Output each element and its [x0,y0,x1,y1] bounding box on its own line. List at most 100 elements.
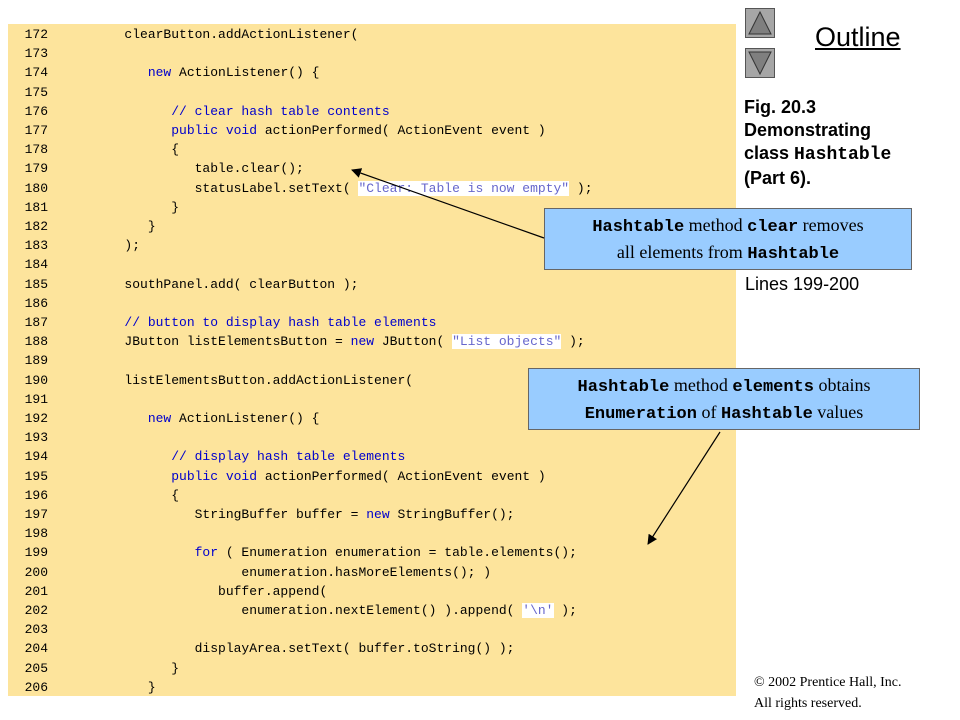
code-text: public void actionPerformed( ActionEvent… [62,468,546,484]
callout-code-term: elements [732,378,814,397]
figure-class-line: class Hashtable [744,142,954,167]
line-number: 198 [24,526,48,542]
line-number: 180 [24,180,48,196]
code-line: 181 } [8,198,179,217]
code-text: { [62,142,179,157]
line-number: 189 [24,353,48,369]
code-segment: StringBuffer(); [389,507,515,522]
code-text: southPanel.add( clearButton ); [62,277,358,292]
code-segment: southPanel.add( clearButton ); [62,276,359,292]
code-comment: // display hash table elements [62,449,406,465]
code-segment: enumeration.nextElement() ).append( [62,603,523,618]
code-line: 192 new ActionListener() { [8,409,320,428]
code-segment: ); [553,603,577,618]
callout-elements-line1: Hashtable method elements obtains [529,373,919,400]
code-text: table.clear(); [62,161,304,176]
callout-code-term: Enumeration [584,405,697,424]
line-number: 186 [24,295,48,311]
copyright-line2: All rights reserved. [754,696,862,711]
code-text: } [62,661,179,676]
code-text: { [62,488,179,503]
arrow-to-elements [647,431,721,545]
code-line: 204 displayArea.setText( buffer.toString… [8,639,515,658]
code-segment: buffer.append( [62,583,328,599]
code-text: displayArea.setText( buffer.toString() )… [62,641,515,656]
callout-text: of [696,402,721,422]
code-segment: StringBuffer buffer = [62,507,367,522]
callout-clear-line2: all elements from Hashtable [545,240,911,267]
line-number: 204 [24,641,48,657]
line-number: 178 [24,142,48,158]
line-number: 177 [24,123,48,138]
code-string: '\n' [522,603,554,618]
lines-reference: Lines 199-200 [745,274,860,294]
callout-text: removes [798,215,864,235]
code-text: listElementsButton.addActionListener( [62,373,413,388]
line-number: 196 [24,487,48,503]
code-segment: } [62,199,180,215]
code-line: 201 buffer.append( [8,582,328,601]
code-segment: actionPerformed( ActionEvent event ) [257,468,546,484]
line-number: 176 [24,103,48,119]
code-keyword: public void [171,123,258,138]
callout-code-term: Hashtable [577,378,670,397]
code-line: 197 StringBuffer buffer = new StringBuff… [8,505,515,524]
code-comment: // button to display hash table elements [62,315,437,330]
code-line: 176 // clear hash table contents [8,102,390,121]
code-text: clearButton.addActionListener( [62,27,358,42]
code-line: 206 } [8,678,156,697]
code-line: 205 } [8,659,179,678]
callout-text: obtains [813,375,871,395]
code-line: 196 { [8,486,179,505]
code-line: 179 table.clear(); [8,159,304,178]
code-line: 186 [8,294,62,313]
code-segment: } [62,219,156,234]
code-text: public void actionPerformed( ActionEvent… [62,123,545,138]
line-number: 181 [24,199,48,215]
code-segment: ); [561,334,585,350]
next-slide-button[interactable] [745,48,775,78]
line-number: 195 [24,468,48,484]
code-line: 182 } [8,217,156,236]
code-segment: statusLabel.setText( [62,180,359,196]
code-segment: } [62,660,180,676]
code-segment: ActionListener() { [171,65,320,81]
line-number: 184 [24,257,48,273]
code-text: for ( Enumeration enumeration = table.el… [62,545,577,560]
code-line: 177 public void actionPerformed( ActionE… [8,121,546,140]
code-text: // display hash table elements [62,449,405,464]
line-number: 201 [24,583,48,599]
code-text: // button to display hash table elements [62,315,436,330]
callout-code-term: Hashtable [747,245,840,264]
line-number: 202 [24,603,48,618]
line-number: 191 [24,391,48,407]
code-text: } [62,680,156,695]
outline-link[interactable]: Outline [815,22,901,52]
code-segment: { [62,487,180,503]
figure-part: (Part 6). [744,168,812,188]
code-segment: ActionListener() { [171,411,320,426]
code-line: 191 [8,390,62,409]
code-line: 185 southPanel.add( clearButton ); [8,275,359,294]
code-string: "List objects" [452,334,562,350]
callout-elements-line2: Enumeration of Hashtable values [529,400,919,427]
line-number: 193 [24,430,48,446]
code-text: StringBuffer buffer = new StringBuffer()… [62,507,515,522]
code-keyword: new [147,65,172,81]
code-line: 173 [8,44,62,63]
line-number: 194 [24,449,48,465]
figure-class-prefix: class [744,143,795,163]
code-line: 193 [8,428,62,447]
previous-slide-button[interactable] [745,8,775,38]
code-line: 203 [8,620,62,639]
code-line: 175 [8,83,62,102]
code-segment: { [62,142,180,158]
code-text: new ActionListener() { [62,411,320,426]
code-keyword: new [147,411,172,426]
copyright-line1: © 2002 Prentice Hall, Inc. [754,675,902,690]
callout-text: method [684,215,748,235]
code-line: 189 [8,351,62,370]
code-text: buffer.append( [62,584,327,599]
code-text: statusLabel.setText( "Clear: Table is no… [62,180,593,196]
